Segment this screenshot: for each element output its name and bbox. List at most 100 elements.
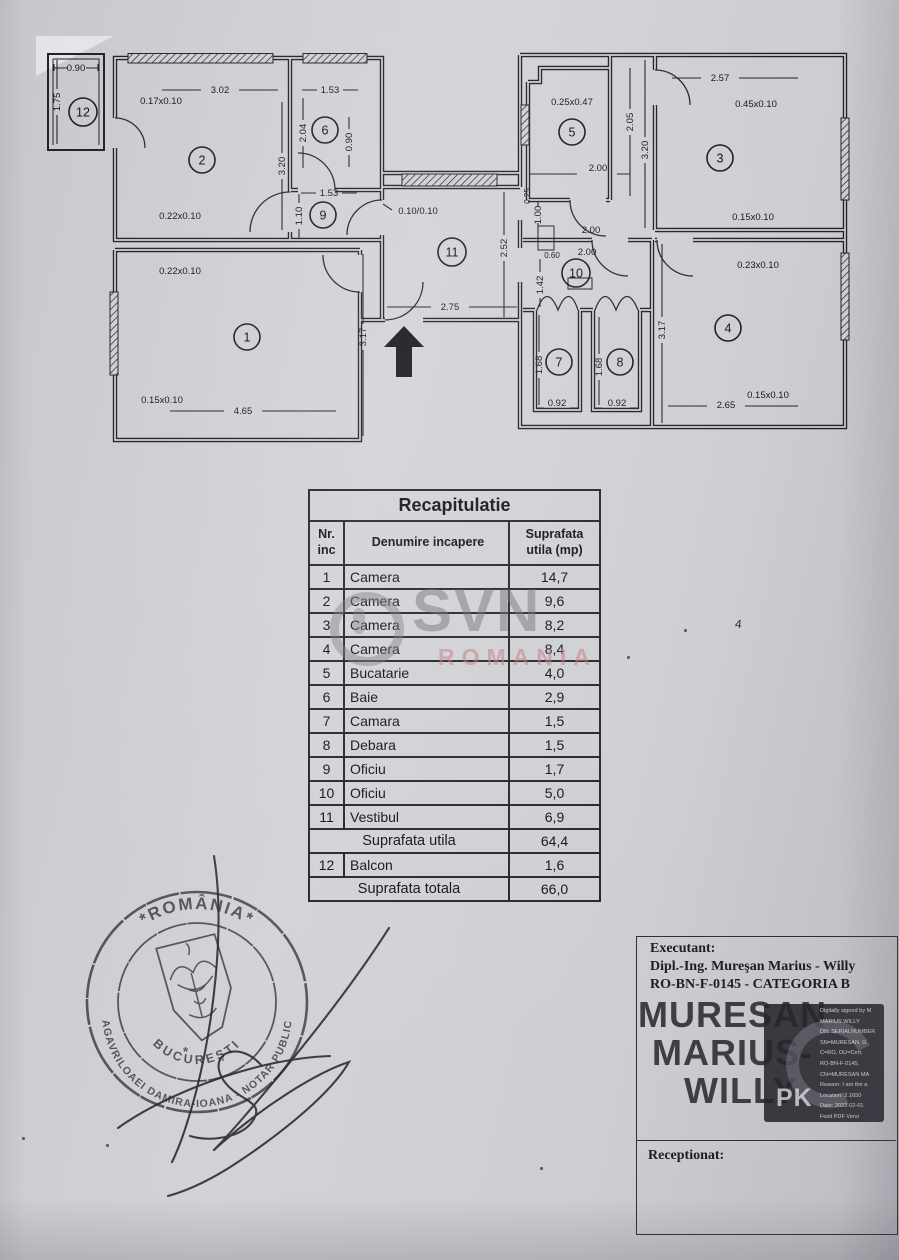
dimension-label: 3.20: [640, 141, 651, 160]
notary-stamp-and-signature: *ROMÂNIA* AGAVRILOAEI DAMIRA-IOANA - NOT…: [85, 854, 391, 1198]
dimension-label: 2.65: [717, 400, 736, 411]
dimension-label: 3.17: [358, 328, 369, 347]
dust-speck: [627, 656, 630, 659]
floor-plan-drawing: 0.90 1.75 0.17x0.10 3.02 1.53 2.04 0.90 …: [47, 52, 850, 443]
room-number: 12: [68, 97, 98, 127]
dimension-labels: 0.90 1.75 0.17x0.10 3.02 1.53 2.04 0.90 …: [52, 63, 789, 417]
room-numbers: 1 2 3 4 5 6 7 8 9 10 11 12: [68, 97, 742, 376]
folding-door-arcs: [536, 295, 639, 312]
door-arcs: [114, 69, 694, 321]
dimension-label: 2.57: [711, 73, 730, 84]
dimension-label: 2.75: [441, 302, 460, 313]
balcony-wall: [47, 53, 105, 151]
window-hatches: [109, 53, 850, 376]
dimension-label: 0.60: [544, 251, 560, 260]
dust-speck: [684, 629, 687, 632]
coat-of-arms: [155, 933, 232, 1042]
svg-text:10: 10: [569, 267, 583, 281]
dimension-label: 0.45x0.10: [735, 99, 777, 110]
handwritten-signature: [116, 854, 391, 1198]
dimension-label: 4.65: [234, 406, 253, 417]
dimension-label: 0.17x0.10: [140, 96, 182, 107]
dimension-label: 0.15x0.10: [732, 212, 774, 223]
room-number: 5: [558, 118, 586, 146]
dimension-label: 0.92: [548, 398, 567, 409]
svg-text:9: 9: [320, 209, 327, 223]
room-number: 9: [309, 201, 337, 229]
dimension-label: 2.05: [625, 113, 636, 132]
dimension-label: 1.42: [535, 276, 546, 295]
svg-text:2: 2: [199, 154, 206, 168]
dimension-label: 0.23x0.10: [737, 260, 779, 271]
receptionat-label: Receptionat:: [648, 1148, 725, 1163]
notary-stamp: *ROMÂNIA* AGAVRILOAEI DAMIRA-IOANA - NOT…: [85, 890, 309, 1114]
certificate-logo-text: PK: [776, 1084, 813, 1112]
executant-box: [636, 936, 898, 1235]
dimension-label: 1.53: [320, 188, 339, 199]
table-title: Recapitulatie: [308, 489, 601, 522]
dimension-label: 1.53: [321, 85, 340, 96]
dust-speck: [106, 1144, 109, 1147]
svg-text:8: 8: [617, 356, 624, 370]
dimension-label: 0.25: [523, 188, 532, 204]
dimension-label: 0.22x0.10: [159, 266, 201, 277]
dimension-label: 1.00: [533, 206, 544, 225]
svg-text:11: 11: [446, 246, 459, 260]
svg-text:3: 3: [717, 152, 724, 166]
dimension-lines: [53, 60, 798, 436]
dimension-label: 1.68: [594, 358, 605, 377]
room-number: 11: [437, 237, 467, 267]
dimension-label: 0.15x0.10: [141, 395, 183, 406]
dust-speck: [22, 1137, 25, 1140]
col-header-area: Suprafata utila (mp): [508, 520, 601, 566]
dimension-label: 3.02: [211, 85, 230, 96]
svg-text:12: 12: [76, 106, 90, 120]
recap-table: Recapitulatie Nr. inc Denumire incapere …: [308, 489, 601, 902]
dimension-label: 0.10/0.10: [398, 206, 438, 217]
svg-text:4: 4: [725, 322, 732, 336]
dimension-label: 0.15x0.10: [747, 390, 789, 401]
dimension-label: 0.92: [608, 398, 627, 409]
dimension-label: 2.00: [578, 247, 597, 258]
dimension-label: 1.10: [294, 207, 305, 226]
dimension-label: 0.90: [67, 63, 86, 74]
digital-signature-details: Digitally signed by M MARIUS WILLY DN: S…: [820, 1008, 876, 1120]
room-number: 7: [545, 348, 573, 376]
dimension-label: 0.22x0.10: [159, 211, 201, 222]
executant-divider: [637, 1140, 896, 1141]
table-header-row: Nr. inc Denumire incapere Suprafata util…: [308, 520, 601, 566]
room-number: 8: [606, 348, 634, 376]
room-number: 6: [311, 116, 339, 144]
svg-text:5: 5: [569, 126, 576, 140]
room-number: 3: [706, 144, 734, 172]
entrance-arrow: [384, 326, 424, 377]
executant-cert-line: RO-BN-F-0145 - CATEGORIA B: [650, 977, 851, 992]
stamp-star: *: [183, 1044, 189, 1059]
col-header-nr: Nr. inc: [308, 520, 345, 566]
dimension-label: 2.00: [589, 163, 608, 174]
dimension-label: 1.75: [52, 93, 63, 112]
room-number: 4: [714, 314, 742, 342]
svg-text:1: 1: [244, 331, 251, 345]
dimension-label: 2.52: [499, 239, 510, 258]
dimension-label: 2.00: [582, 225, 601, 236]
ink-mark: 4: [734, 616, 743, 632]
dust-speck: [540, 1167, 543, 1170]
dimension-label: 3.17: [657, 321, 668, 340]
dimension-label: 0.25x0.47: [551, 97, 593, 108]
digital-signature-stamp: PK: [764, 1004, 887, 1122]
room-number: 10: [561, 258, 591, 288]
